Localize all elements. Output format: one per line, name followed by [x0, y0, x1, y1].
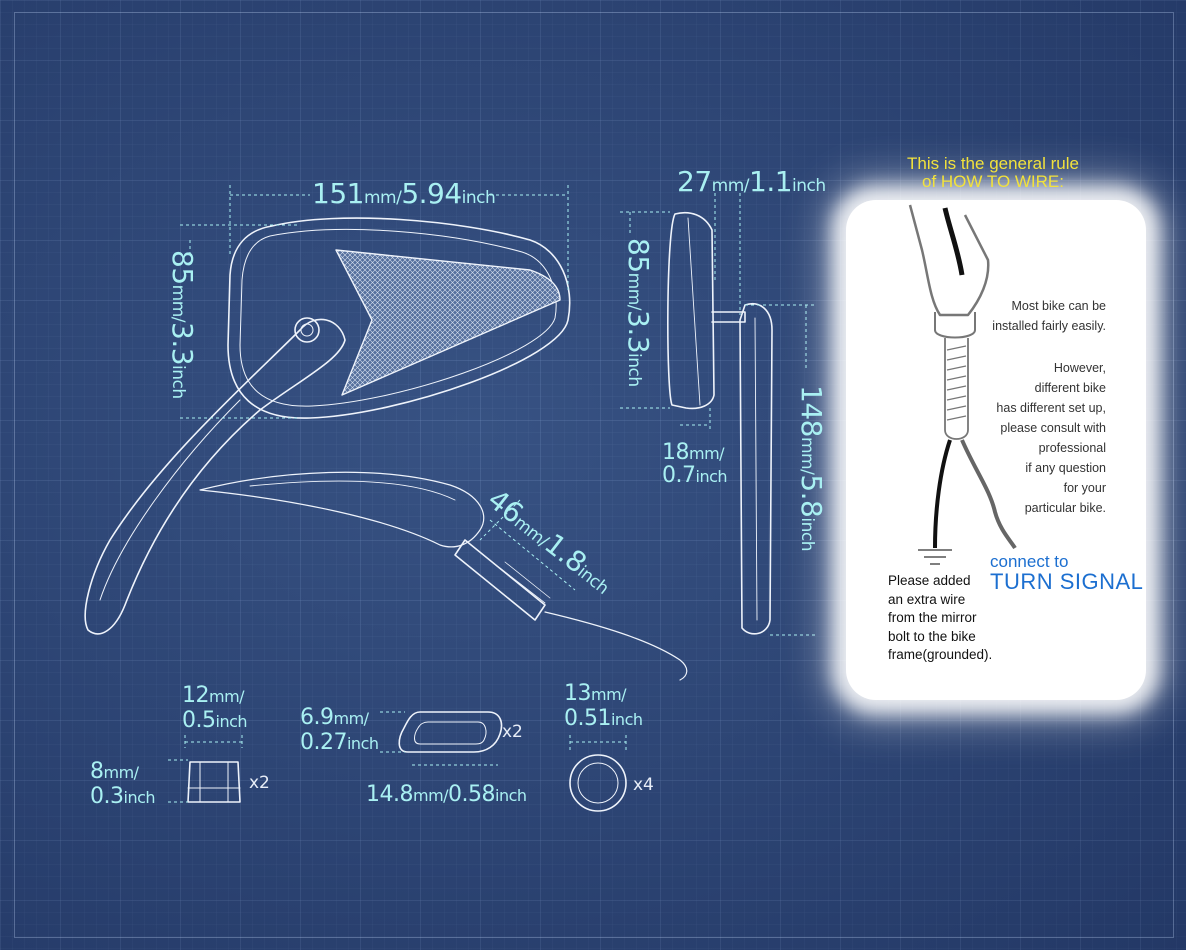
lower-arm-view [199, 471, 485, 548]
spacer-quantity: x2 [502, 722, 523, 742]
note-line: for your [1063, 481, 1106, 495]
note-line: professional [1038, 441, 1106, 455]
side-stem [711, 311, 746, 323]
dim-stem: 18mm/0.7inch [662, 440, 728, 488]
however-note: However, different bike has different se… [960, 358, 1106, 518]
bolt-wire [544, 611, 688, 681]
dim-nut-height: 8mm/0.3inch [90, 759, 156, 809]
note-line: Most bike can be [1011, 299, 1107, 313]
dim-nut-width: 12mm/0.5inch [182, 683, 248, 733]
note-line: installed fairly easily. [992, 319, 1106, 333]
dim-depth-top: 27mm/1.1inch [677, 165, 826, 198]
thread-bolt [944, 338, 969, 440]
connect-label: connect to TURN SIGNAL [990, 552, 1144, 594]
note-line: has different set up, [996, 401, 1106, 415]
howto-heading: This is the general rule of HOW TO WIRE: [878, 155, 1108, 191]
mirror-head-outline [227, 217, 571, 419]
mesh-lens [335, 249, 561, 396]
mirror-head-inner [239, 229, 557, 407]
note-line: frame(grounded). [888, 647, 993, 662]
note-line: bolt to the bike [888, 628, 976, 644]
note-line: please consult with [1000, 421, 1106, 435]
washer-quantity: x4 [633, 775, 654, 795]
washer [569, 754, 627, 812]
note-line: However, [1053, 361, 1106, 375]
dim-height-side: 85mm/3.3inch [622, 238, 655, 387]
note-line: Please added [888, 573, 971, 588]
dim-width-top: 151mm/5.94inch [312, 177, 496, 210]
turn-signal-text: TURN SIGNAL [990, 569, 1144, 594]
note-line: if any question [1025, 461, 1106, 475]
install-note: Most bike can be installed fairly easily… [960, 296, 1106, 336]
dim-height-left: 85mm/3.3inch [166, 250, 199, 399]
side-mirror-outline [667, 211, 715, 410]
ground-wire [933, 439, 952, 549]
mirror-arm [84, 318, 346, 635]
note-line: different bike [1034, 381, 1106, 395]
note-line: particular bike. [1024, 501, 1106, 515]
dim-washer: 13mm/0.51inch [564, 681, 643, 731]
connect-to-text: connect to [990, 552, 1069, 571]
wiring-panel [846, 200, 1146, 700]
black-wire-top [942, 207, 965, 276]
nut-quantity: x2 [249, 773, 270, 793]
ground-symbol-icon [918, 549, 952, 565]
dim-arm-height: 148mm/5.8inch [795, 385, 828, 551]
dim-spacer-width: 14.8mm/0.58inch [366, 782, 527, 807]
howto-line2: of HOW TO WIRE: [922, 172, 1064, 191]
blueprint-border [14, 12, 1174, 938]
note-line: an extra wire [888, 591, 966, 607]
ground-note: Please added an extra wire from the mirr… [888, 572, 992, 665]
pivot-bolt [294, 317, 320, 343]
dim-spacer-height: 6.9mm/0.27inch [300, 705, 379, 755]
signal-wire [960, 439, 1017, 550]
oval-spacer [398, 711, 503, 753]
howto-line1: This is the general rule [907, 154, 1079, 173]
mirror-stem-shape [908, 204, 990, 317]
dimension-lines [168, 185, 815, 803]
note-line: from the mirror [888, 610, 977, 625]
bolt-body [454, 539, 546, 621]
hex-nut [187, 761, 241, 803]
